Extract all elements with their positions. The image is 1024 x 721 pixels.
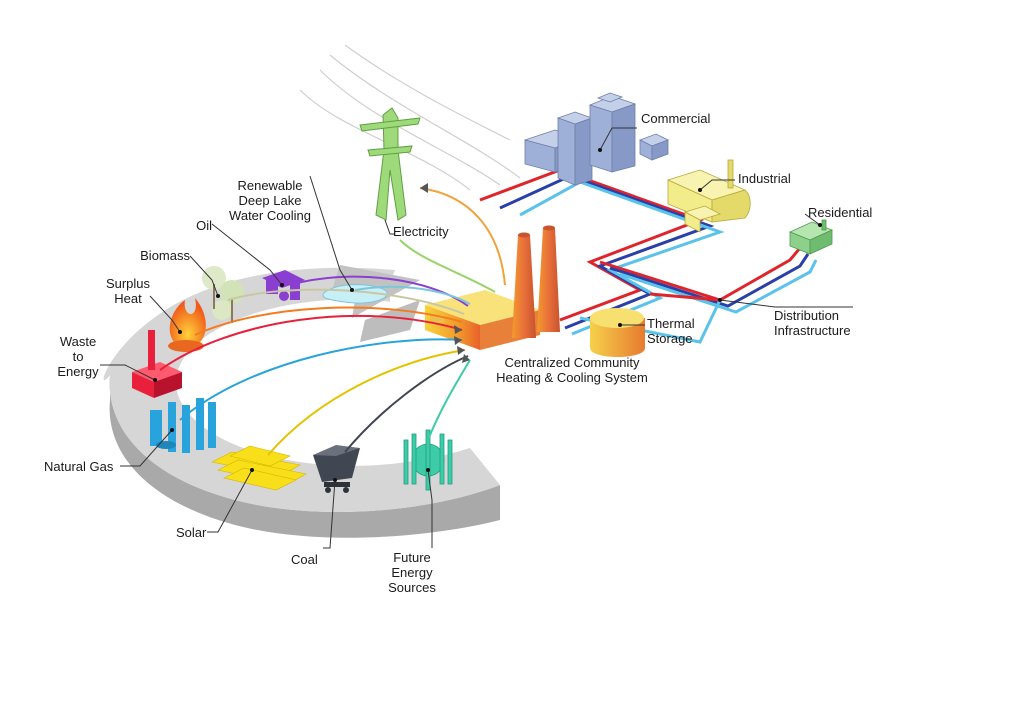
solar-panels-icon [211,445,307,491]
label-biomass: Biomass [140,248,190,263]
commercial-buildings [523,92,669,186]
label-leaders [100,127,853,549]
electricity-pylon [359,107,421,221]
thermal-storage-tank [590,308,645,357]
label-surplus-heat: Surplus Heat [105,276,151,306]
label-solar: Solar [176,525,207,540]
central-plant [425,225,560,350]
label-central-system: Centralized Community Heating & Cooling … [496,355,648,385]
residential-house [788,219,834,255]
label-residential: Residential [808,205,873,220]
waste-to-energy-icon [132,330,182,398]
label-deep-lake-water-cooling: Renewable Deep Lake Water Cooling [229,178,311,223]
future-energy-icon [403,429,453,491]
natural-gas-icon [150,398,216,453]
label-dots [153,148,822,482]
label-oil: Oil [196,218,212,233]
label-thermal-storage: Thermal Storage [647,316,695,346]
biomass-trees-icon [202,266,244,323]
label-future-energy-sources: Future Energy Sources [388,550,436,595]
label-electricity: Electricity [393,224,449,239]
label-commercial: Commercial [641,111,711,126]
distribution-pipes [479,168,818,344]
label-coal: Coal [291,552,318,567]
label-natural-gas: Natural Gas [44,459,114,474]
label-distribution-infrastructure: Distribution Infrastructure [774,308,851,338]
energy-flow-arrows [159,187,506,456]
power-lines [299,44,521,191]
arrow-heads [420,183,470,363]
label-waste-to-energy: Waste to Energy [57,334,99,379]
label-industrial: Industrial [738,171,791,186]
